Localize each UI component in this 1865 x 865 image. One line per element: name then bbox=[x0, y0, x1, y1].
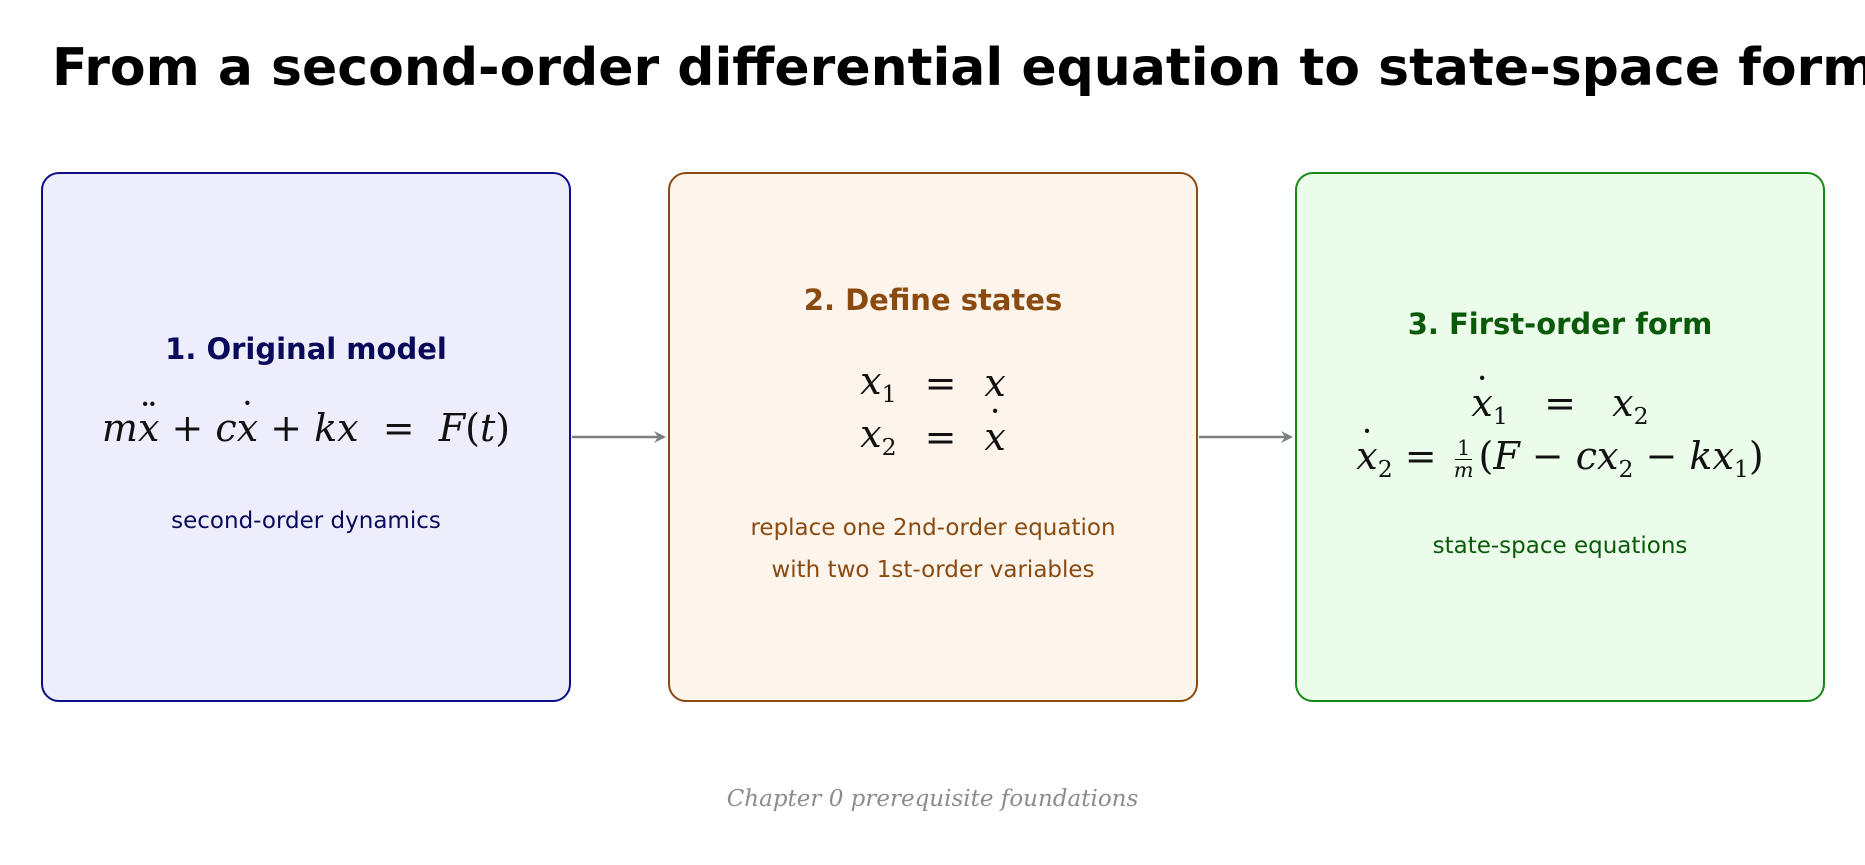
first-order-equations: x1 = x2 x2 = 1m(F − cx2 − kx1) bbox=[1356, 379, 1763, 485]
original-model-box: 1. Original model mx + cx + kx = F(t) se… bbox=[41, 172, 571, 702]
state-equation-2: x2=x bbox=[846, 410, 1020, 463]
state-definition-equations: x1=x x2=x bbox=[846, 357, 1020, 463]
first-order-equation-1: x1 = x2 bbox=[1356, 379, 1763, 432]
page-title: From a second-order differential equatio… bbox=[52, 38, 1865, 98]
first-order-form-description: state-space equations bbox=[1432, 532, 1688, 559]
original-model-description: second-order dynamics bbox=[171, 507, 441, 534]
first-order-equation-2: x2 = 1m(F − cx2 − kx1) bbox=[1356, 432, 1763, 485]
first-order-form-title: 3. First-order form bbox=[1407, 307, 1713, 342]
define-states-box: 2. Define states x1=x x2=x replace one 2… bbox=[668, 172, 1198, 702]
define-states-description-line-2: with two 1st-order variables bbox=[771, 557, 1095, 584]
define-states-title: 2. Define states bbox=[803, 282, 1063, 317]
first-order-form-box: 3. First-order form x1 = x2 x2 = 1m(F − … bbox=[1295, 172, 1825, 702]
define-states-description: replace one 2nd-order equation with two … bbox=[750, 507, 1115, 591]
state-equation-1: x1=x bbox=[860, 358, 1006, 408]
footer-caption: Chapter 0 prerequisite foundations bbox=[726, 786, 1139, 812]
original-model-equation: mx + cx + kx = F(t) bbox=[102, 404, 510, 453]
original-model-title: 1. Original model bbox=[165, 332, 447, 367]
define-states-description-line-1: replace one 2nd-order equation bbox=[750, 515, 1116, 542]
